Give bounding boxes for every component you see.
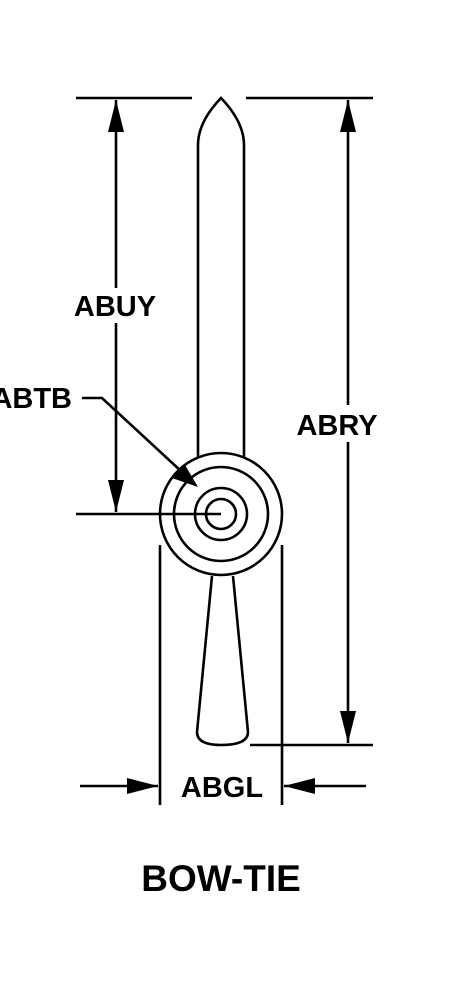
abuy-arrow-top [108, 100, 124, 132]
abtb-leader-arrow [172, 465, 198, 487]
abry-label: ABRY [296, 410, 377, 442]
abry-arrow-bottom [340, 711, 356, 743]
abry-arrow-top [340, 100, 356, 132]
lower-blade-outline [195, 575, 250, 747]
abtb-label: ABTB [0, 383, 72, 415]
abgl-arrow-right [284, 778, 315, 794]
abuy-label: ABUY [74, 291, 156, 323]
abgl-arrow-left [127, 778, 158, 794]
diagram-title: BOW-TIE [141, 858, 301, 899]
upper-blade-outline [196, 96, 246, 460]
abgl-label: ABGL [181, 772, 263, 804]
abtb-leader-line [82, 396, 183, 473]
abuy-arrow-bottom [108, 480, 124, 512]
